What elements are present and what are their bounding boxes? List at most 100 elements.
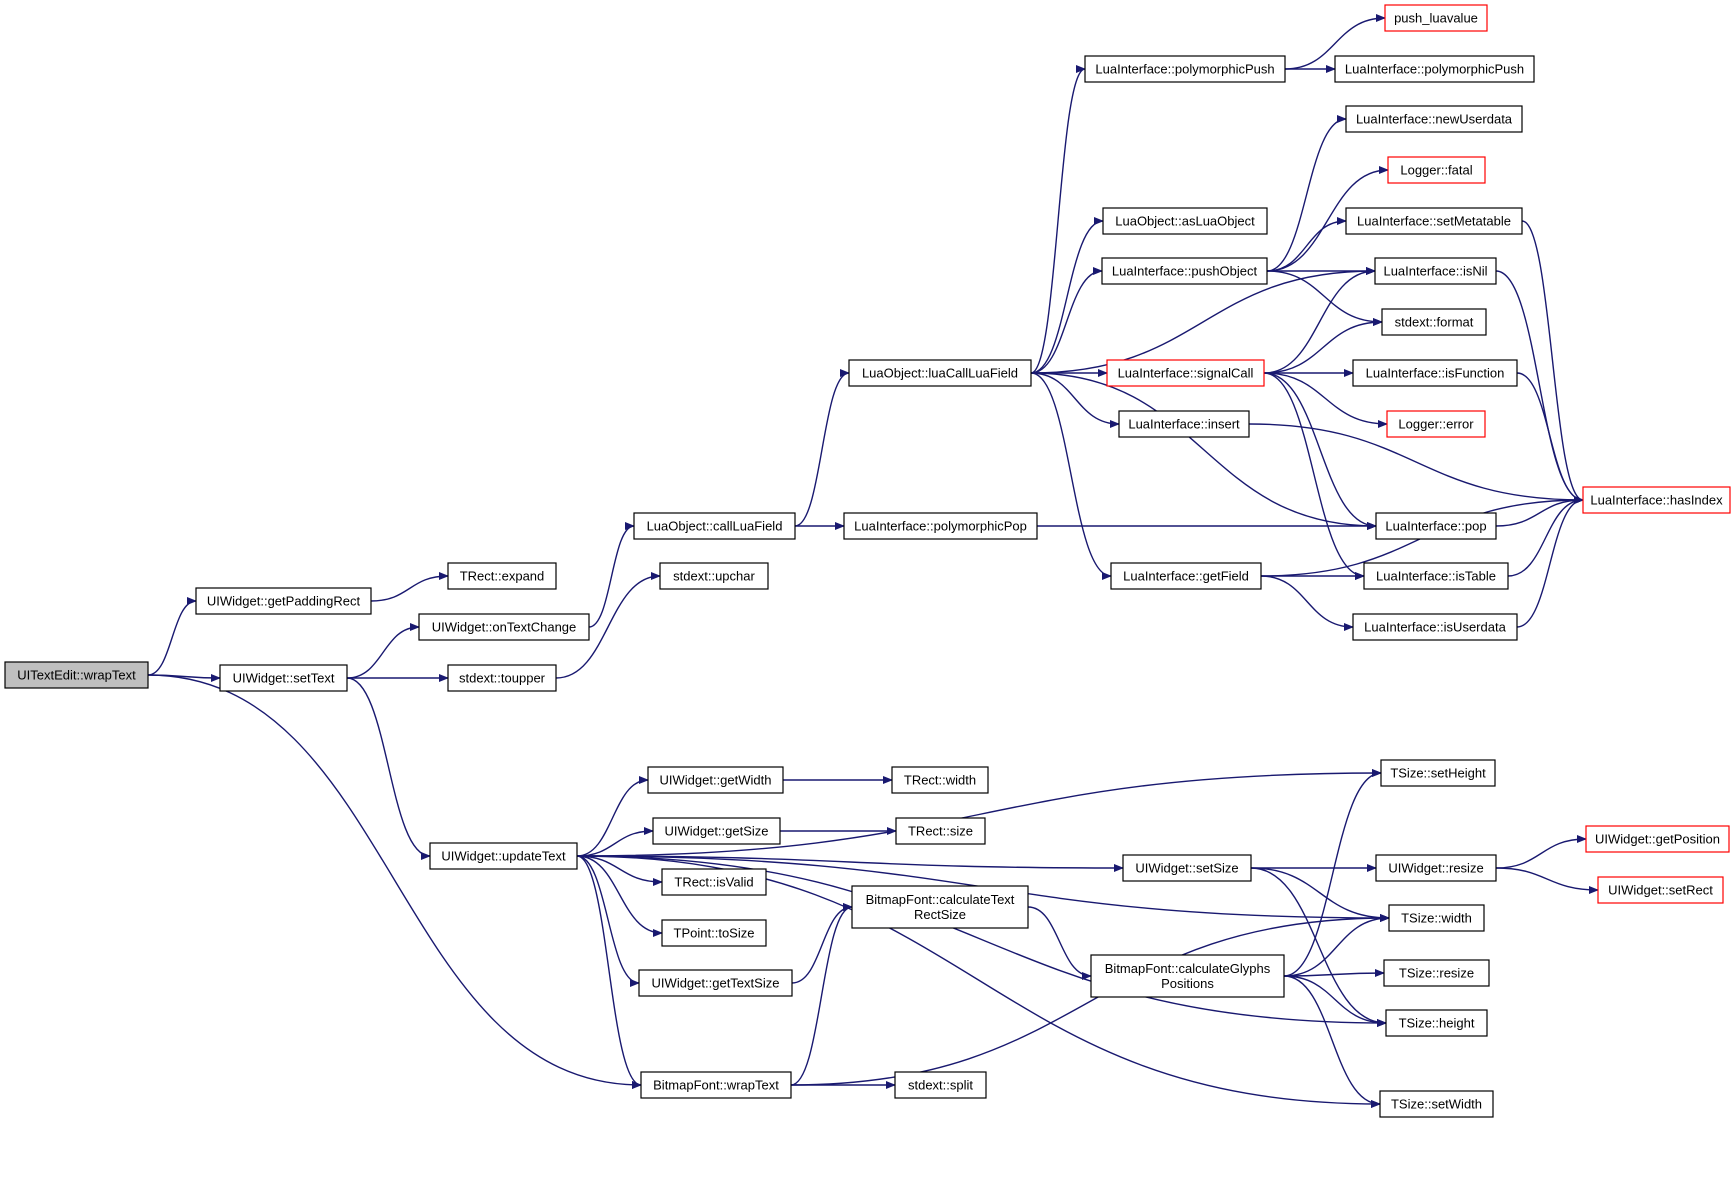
node-box[interactable] (4, 661, 149, 689)
node-box[interactable] (638, 969, 793, 997)
node-box[interactable] (652, 817, 781, 845)
node-getWidth[interactable]: UIWidget::getWidth (647, 766, 784, 794)
node-box[interactable] (1385, 1009, 1488, 1037)
node-asLuaObject[interactable]: LuaObject::asLuaObject (1102, 207, 1268, 235)
node-pop[interactable]: LuaInterface::pop (1375, 512, 1497, 540)
node-box[interactable] (1352, 359, 1518, 387)
node-setMetatable[interactable]: LuaInterface::setMetatable (1345, 207, 1523, 235)
node-getField[interactable]: LuaInterface::getField (1110, 562, 1262, 590)
node-box[interactable] (640, 1071, 792, 1099)
node-insert[interactable]: LuaInterface::insert (1118, 410, 1250, 438)
node-box[interactable] (429, 842, 578, 870)
node-box[interactable] (1090, 954, 1285, 998)
node-tsWidth[interactable]: TSize::width (1388, 904, 1485, 932)
node-box[interactable] (1345, 207, 1523, 235)
node-toupper[interactable]: stdext::toupper (447, 664, 557, 692)
node-box[interactable] (1384, 4, 1488, 32)
node-getTextSize[interactable]: UIWidget::getTextSize (638, 969, 793, 997)
node-signalCall[interactable]: LuaInterface::signalCall (1106, 359, 1265, 387)
node-bfWrapText[interactable]: BitmapFont::wrapText (640, 1071, 792, 1099)
node-box[interactable] (851, 885, 1029, 929)
node-luaCallLuaField[interactable]: LuaObject::luaCallLuaField (848, 359, 1032, 387)
node-box[interactable] (1106, 359, 1265, 387)
node-box[interactable] (1383, 959, 1490, 987)
node-error[interactable]: Logger::error (1386, 410, 1486, 438)
node-updateText[interactable]: UIWidget::updateText (429, 842, 578, 870)
node-box[interactable] (633, 512, 796, 540)
node-box[interactable] (1380, 759, 1496, 787)
node-box[interactable] (1387, 156, 1486, 184)
node-box[interactable] (1345, 105, 1523, 133)
node-box[interactable] (659, 562, 769, 590)
node-box[interactable] (1101, 257, 1268, 285)
node-box[interactable] (1375, 512, 1497, 540)
node-box[interactable] (1386, 410, 1486, 438)
node-split[interactable]: stdext::split (894, 1071, 987, 1099)
node-fatal[interactable]: Logger::fatal (1387, 156, 1486, 184)
node-rectWidth[interactable]: TRect::width (891, 766, 989, 794)
node-setText[interactable]: UIWidget::setText (219, 664, 348, 692)
node-box[interactable] (1582, 486, 1731, 514)
node-tsHeight[interactable]: TSize::height (1385, 1009, 1488, 1037)
node-onTextChange[interactable]: UIWidget::onTextChange (418, 613, 590, 641)
node-push_luavalue[interactable]: push_luavalue (1384, 4, 1488, 32)
node-box[interactable] (1388, 904, 1485, 932)
node-setRect[interactable]: UIWidget::setRect (1597, 876, 1724, 904)
node-box[interactable] (1379, 1090, 1494, 1118)
node-callLuaField[interactable]: LuaObject::callLuaField (633, 512, 796, 540)
node-box[interactable] (418, 613, 590, 641)
node-box[interactable] (1334, 55, 1535, 83)
node-toSize[interactable]: TPoint::toSize (661, 919, 767, 947)
node-box[interactable] (661, 919, 767, 947)
node-isUserdata[interactable]: LuaInterface::isUserdata (1352, 613, 1518, 641)
node-box[interactable] (219, 664, 348, 692)
node-box[interactable] (447, 562, 557, 590)
node-box[interactable] (661, 868, 767, 896)
node-isFunction[interactable]: LuaInterface::isFunction (1352, 359, 1518, 387)
node-box[interactable] (894, 1071, 987, 1099)
node-tsResize[interactable]: TSize::resize (1383, 959, 1490, 987)
node-polymorphicPop[interactable]: LuaInterface::polymorphicPop (843, 512, 1038, 540)
node-expand[interactable]: TRect::expand (447, 562, 557, 590)
node-box[interactable] (1375, 854, 1497, 882)
node-newUserdata[interactable]: LuaInterface::newUserdata (1345, 105, 1523, 133)
node-box[interactable] (1102, 207, 1268, 235)
node-isValid[interactable]: TRect::isValid (661, 868, 767, 896)
node-box[interactable] (1381, 308, 1487, 336)
node-setHeight[interactable]: TSize::setHeight (1380, 759, 1496, 787)
node-isTable[interactable]: LuaInterface::isTable (1363, 562, 1509, 590)
node-box[interactable] (447, 664, 557, 692)
node-box[interactable] (1084, 55, 1286, 83)
node-box[interactable] (891, 766, 989, 794)
node-polymorphicPush1[interactable]: LuaInterface::polymorphicPush (1084, 55, 1286, 83)
node-box[interactable] (1352, 613, 1518, 641)
node-box[interactable] (647, 766, 784, 794)
node-polymorphicPush2[interactable]: LuaInterface::polymorphicPush (1334, 55, 1535, 83)
node-box[interactable] (1122, 854, 1252, 882)
node-box[interactable] (848, 359, 1032, 387)
node-getPosition[interactable]: UIWidget::getPosition (1585, 825, 1730, 853)
node-box[interactable] (195, 587, 372, 615)
node-rectSize[interactable]: TRect::size (895, 817, 986, 845)
node-setWidth[interactable]: TSize::setWidth (1379, 1090, 1494, 1118)
node-format[interactable]: stdext::format (1381, 308, 1487, 336)
node-box[interactable] (1110, 562, 1262, 590)
node-isNil[interactable]: LuaInterface::isNil (1374, 257, 1497, 285)
node-getPaddingRect[interactable]: UIWidget::getPaddingRect (195, 587, 372, 615)
node-box[interactable] (843, 512, 1038, 540)
node-box[interactable] (895, 817, 986, 845)
node-pushObject[interactable]: LuaInterface::pushObject (1101, 257, 1268, 285)
node-box[interactable] (1118, 410, 1250, 438)
node-getSize[interactable]: UIWidget::getSize (652, 817, 781, 845)
node-upchar[interactable]: stdext::upchar (659, 562, 769, 590)
node-wrapText_root[interactable]: UITextEdit::wrapText (4, 661, 149, 689)
node-box[interactable] (1597, 876, 1724, 904)
node-setSize[interactable]: UIWidget::setSize (1122, 854, 1252, 882)
node-widgetResize[interactable]: UIWidget::resize (1375, 854, 1497, 882)
node-box[interactable] (1363, 562, 1509, 590)
node-box[interactable] (1374, 257, 1497, 285)
node-box[interactable] (1585, 825, 1730, 853)
node-hasIndex[interactable]: LuaInterface::hasIndex (1582, 486, 1731, 514)
